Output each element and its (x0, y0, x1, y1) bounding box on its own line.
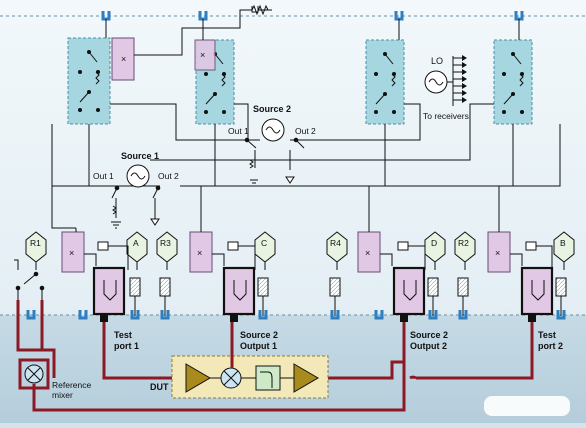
svg-text:×: × (365, 248, 370, 258)
svg-text:×: × (495, 248, 500, 258)
mid-wiring (75, 186, 553, 270)
bottom-port-clips (26, 310, 566, 320)
lo-label: LO (431, 56, 443, 66)
test-port2-label-1: Test (538, 330, 556, 340)
ref-mixer: Reference mixer (18, 358, 91, 400)
src2-output2-label-1: Source 2 (410, 330, 448, 340)
svg-text:R3: R3 (160, 238, 171, 248)
coupler-top-1: × (111, 37, 135, 81)
source2-out1-label: Out 1 (228, 126, 249, 136)
switch-box-3 (365, 39, 405, 125)
test-port2-label-2: port 2 (538, 341, 563, 351)
svg-text:C: C (261, 238, 267, 248)
resistor-icon (251, 4, 269, 16)
receiver-b: B (553, 231, 575, 270)
svg-text:×: × (69, 248, 74, 258)
source1-label: Source 1 (121, 151, 159, 161)
svg-text:D: D (431, 238, 437, 248)
receiver-r2: R2 (454, 231, 476, 270)
receiver-d: D (424, 231, 446, 270)
coupler-top-2: × (194, 39, 216, 71)
svg-text:R2: R2 (458, 238, 469, 248)
src2-output2-label-2: Output 2 (410, 341, 447, 351)
port-blocks (100, 314, 536, 322)
rf-path (16, 300, 534, 380)
lo-oscillator: LO To receivers (423, 55, 469, 121)
to-receivers-label: To receivers (423, 111, 469, 121)
src2-output1-label-1: Source 2 (240, 330, 278, 340)
dut-box: DUT (150, 346, 329, 399)
svg-text:R4: R4 (330, 238, 341, 248)
coupler-marks: × × × × (69, 248, 500, 258)
receiver-r3: R3 (156, 231, 178, 270)
svg-text:R1: R1 (30, 238, 41, 248)
bridges (92, 266, 554, 316)
ref-mixer-label-1: Reference (52, 380, 91, 390)
blank-patch (484, 396, 570, 416)
test-port1-label-2: port 1 (114, 341, 139, 351)
ref-mixer-label-2: mixer (52, 390, 73, 400)
receiver-r4: R4 (326, 231, 348, 270)
top-wiring (51, 9, 561, 229)
attenuator-ports (134, 296, 562, 316)
test-port1-label-1: Test (114, 330, 132, 340)
svg-text:×: × (197, 248, 202, 258)
source1-out2-label: Out 2 (158, 171, 179, 181)
bridge-marks (103, 280, 545, 301)
svg-text:B: B (560, 238, 566, 248)
source1-out1-label: Out 1 (93, 171, 114, 181)
source1-oscillator: Source 1 Out 1 Out 2 (93, 151, 179, 229)
src2-output1-label-2: Output 1 (240, 341, 277, 351)
svg-text:×: × (121, 54, 126, 64)
source2-out2-label: Out 2 (295, 126, 316, 136)
switch-box-4 (493, 39, 533, 125)
rf-return (32, 362, 406, 412)
r1-switch (14, 259, 45, 300)
receiver-a: A (126, 231, 148, 270)
port-labels: Test port 1 Source 2 Output 1 Source 2 O… (114, 330, 563, 351)
dut-label: DUT (150, 382, 169, 392)
svg-text:×: × (200, 50, 205, 60)
receiver-c: C (254, 231, 276, 270)
svg-text:A: A (133, 238, 139, 248)
receiver-r1: R1 (25, 231, 47, 270)
couplers-mid (61, 231, 511, 273)
source2-oscillator: Source 2 Out 1 Out 2 (228, 104, 316, 187)
source2-label: Source 2 (253, 104, 291, 114)
switch-box-1 (67, 37, 111, 125)
